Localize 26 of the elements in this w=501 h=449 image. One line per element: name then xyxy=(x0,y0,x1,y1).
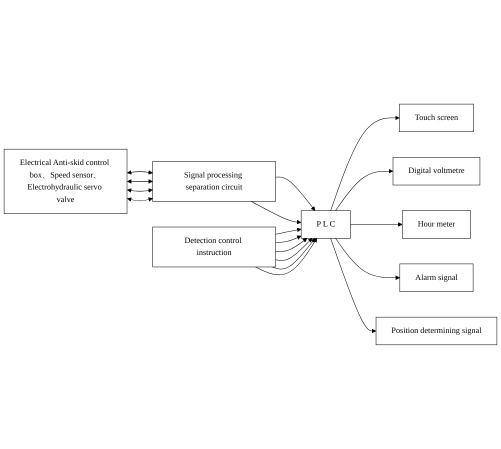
arrow xyxy=(127,179,153,184)
node-box: Alarm signal xyxy=(400,264,474,292)
node-box: Touch screen xyxy=(399,104,474,132)
arrow xyxy=(335,238,400,280)
arrow xyxy=(127,188,153,193)
node-box: Signal processing separation circuit xyxy=(152,161,276,202)
arrow xyxy=(127,197,153,202)
node-box: Position determining signal xyxy=(376,316,498,346)
arrow xyxy=(275,238,312,261)
node-box: Electrical Anti-skid control box、Speed sensor、Electrohydraulic servo valve xyxy=(4,148,128,214)
arrow xyxy=(330,116,400,211)
arrow xyxy=(275,228,302,235)
arrow xyxy=(272,238,316,270)
node-box: Digital voltmetre xyxy=(392,157,480,186)
arrow xyxy=(350,222,403,227)
arrow xyxy=(275,176,316,211)
arrow xyxy=(127,170,153,175)
node-box: Hour meter xyxy=(402,210,471,239)
arrow xyxy=(275,236,302,244)
arrow xyxy=(275,238,308,252)
node-box: P L C xyxy=(300,210,351,239)
arrow xyxy=(335,168,394,211)
arrow xyxy=(330,238,376,334)
arrow xyxy=(255,238,318,276)
arrow xyxy=(250,201,302,224)
node-box: Detection control instruction xyxy=(152,226,276,268)
